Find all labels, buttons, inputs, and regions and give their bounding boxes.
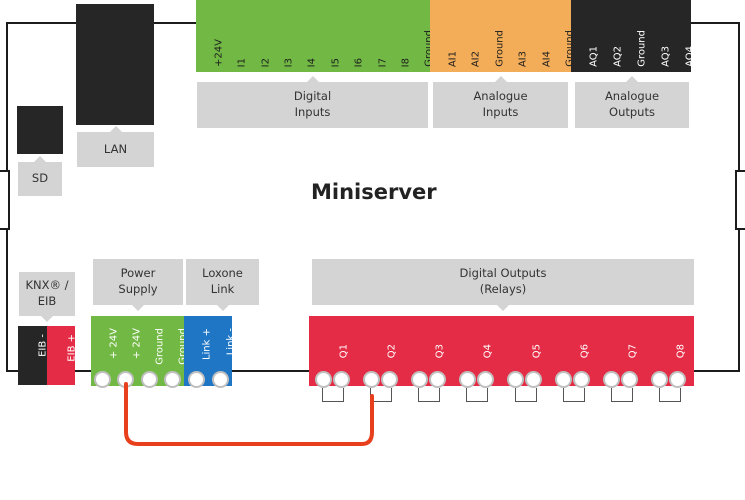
loxone-link-label: Loxone Link [186,259,259,311]
relay-contact-screw[interactable] [573,371,591,388]
relay-contact-screw[interactable] [458,371,476,388]
relay-contact-bracket [418,388,441,402]
terminal-relays-q4-4[interactable]: Q4 [453,316,501,402]
relay-contact-screw[interactable] [525,371,543,388]
terminal-screw[interactable] [163,371,181,388]
relay-contact-screw[interactable] [362,371,380,388]
terminal-knx-eib-2[interactable]: EIB + [46,326,77,385]
terminal-relays-q5-5[interactable]: Q5 [502,316,550,402]
analogue-inputs-label: Analogue Inputs [433,76,568,128]
terminal-link-link-2[interactable]: Link - [208,316,237,388]
terminal-screw[interactable] [211,371,229,388]
terminal-relays-q1-1[interactable]: Q1 [309,316,357,402]
lan-label: LAN [77,126,154,167]
digital-inputs-terminal: +24VI1I2I3I4I5I6I7I8Ground [196,0,435,72]
loxone-link-terminal: Link +Link - [184,316,237,388]
terminal-link-link-1[interactable]: Link + [184,316,213,388]
housing-notch-left [0,170,10,230]
housing-notch-right [735,170,745,230]
relay-contact-screw[interactable] [621,371,639,388]
relay-contact-bracket [322,388,345,402]
knx-eib-terminal: EIB -EIB + [18,326,77,385]
power-supply-terminal: + 24V+ 24VGroundGround [91,316,189,388]
power-supply-label: Power Supply [93,259,183,311]
terminal-screw[interactable] [187,371,205,388]
relay-contact-bracket [610,388,633,402]
sd-label: SD [18,156,62,196]
lan-port[interactable] [76,4,154,125]
terminal-relays-q6-6[interactable]: Q6 [550,316,598,402]
relay-contact-screw[interactable] [410,371,428,388]
digital-inputs-label: Digital Inputs [197,76,428,128]
terminal-relays-q7-7[interactable]: Q7 [598,316,646,402]
relay-contact-screw[interactable] [651,371,669,388]
relay-contact-bracket [514,388,537,402]
analogue-outputs-label: Analogue Outputs [575,76,689,128]
terminal-screw[interactable] [140,371,158,388]
power-wire [124,382,374,446]
terminal-screw[interactable] [94,371,112,388]
terminal-relays-q3-3[interactable]: Q3 [405,316,453,402]
relay-contact-screw[interactable] [507,371,525,388]
analogue-inputs-terminal: AI1AI2GroundAI3AI4Ground [430,0,576,72]
terminal-power-ground-4[interactable]: Ground [161,316,189,388]
relay-contact-screw[interactable] [669,371,687,388]
terminal-knx-eib-1[interactable]: EIB - [18,326,49,385]
terminal-power-ground-3[interactable]: Ground [138,316,166,388]
relay-contact-screw[interactable] [314,371,332,388]
relay-contact-screw[interactable] [603,371,621,388]
knx-eib-label: KNX® / EIB [19,272,75,322]
relay-contact-bracket [658,388,681,402]
terminal-relays-q8-8[interactable]: Q8 [646,316,694,402]
relay-contact-screw[interactable] [380,371,398,388]
relay-contact-screw[interactable] [332,371,350,388]
sd-card-slot[interactable] [17,106,63,154]
relay-contact-bracket [562,388,585,402]
relay-contact-screw[interactable] [428,371,446,388]
digital-outputs-label: Digital Outputs (Relays) [312,259,694,311]
relay-contact-screw[interactable] [476,371,494,388]
relay-contact-bracket [466,388,489,402]
device-title: Miniserver [311,180,437,204]
relay-contact-screw[interactable] [555,371,573,388]
terminal-power-24v-1[interactable]: + 24V [91,316,119,388]
